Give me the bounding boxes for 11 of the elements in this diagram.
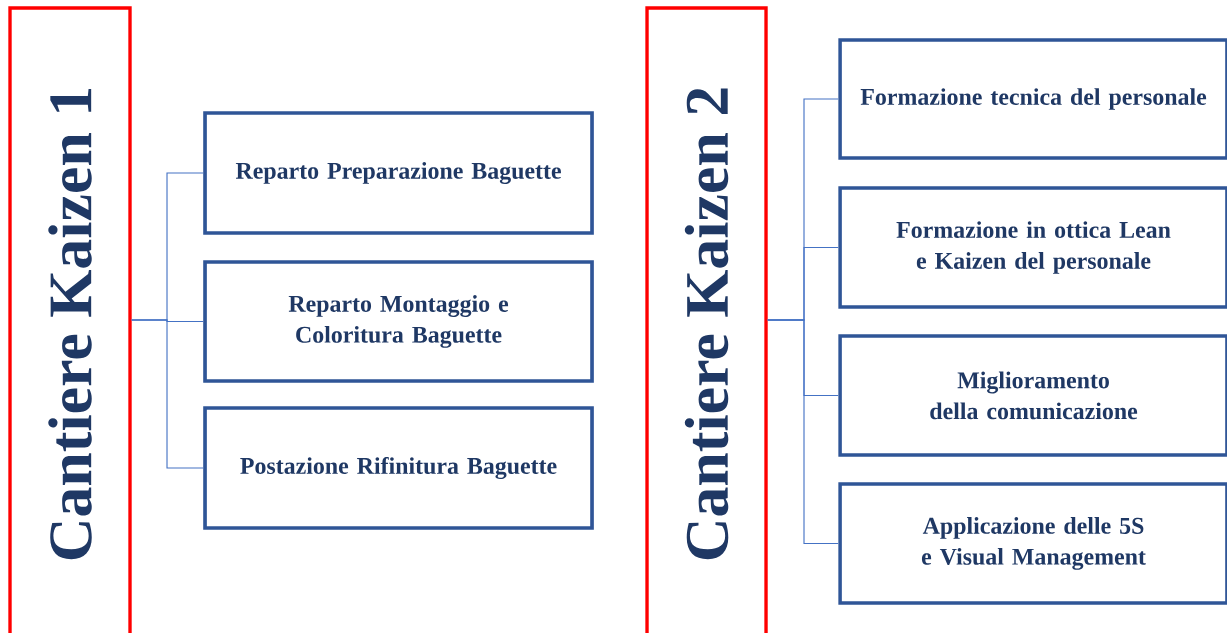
topic-box: Formazione tecnica del personale xyxy=(838,38,1227,160)
connector-line xyxy=(767,319,839,545)
topic-box: Reparto Preparazione Baguette xyxy=(203,111,594,235)
connector-line xyxy=(131,319,204,469)
topic-box: Applicazione delle 5S e Visual Management xyxy=(838,482,1227,605)
section-box: Cantiere Kaizen 1 xyxy=(8,6,132,633)
topic-box: Miglioramento della comunicazione xyxy=(838,334,1227,457)
topic-box: Formazione in ottica Lean e Kaizen del personale xyxy=(838,186,1227,309)
topic-box: Postazione Rifinitura Baguette xyxy=(203,406,594,530)
section-box: Cantiere Kaizen 2 xyxy=(645,6,768,633)
topic-box: Reparto Montaggio e Coloritura Baguette xyxy=(203,260,594,383)
